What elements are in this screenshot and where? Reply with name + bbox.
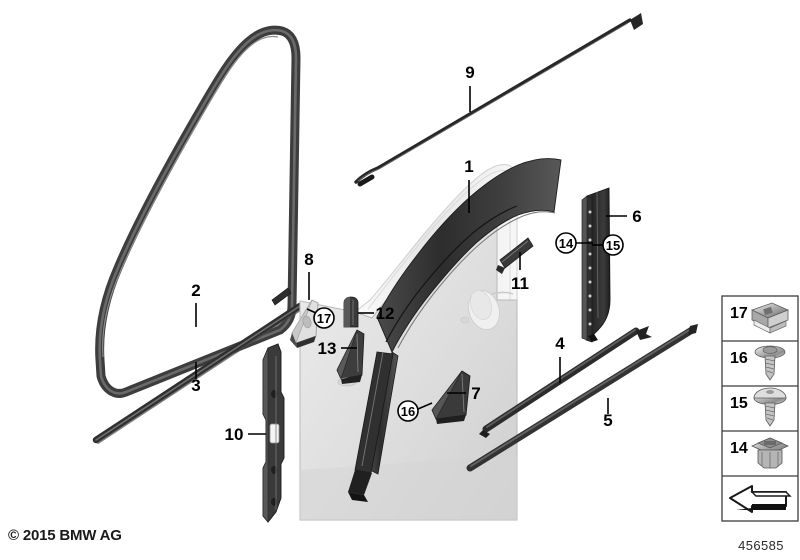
- callout-layer: 1 2 3 4 5 6 7 8 9 10 11 12 13: [191, 63, 641, 444]
- callout-2: 2: [191, 281, 200, 300]
- part-1-window-frame-seal: [348, 158, 562, 502]
- legend-number-17: 17: [730, 305, 748, 322]
- callout-10: 10: [225, 425, 244, 444]
- legend-number-16: 16: [730, 350, 748, 367]
- callout-15: 15: [606, 238, 620, 253]
- part-13-front-window-guide-wedge: [336, 329, 365, 387]
- callout-circle-16: [397, 400, 419, 422]
- callout-4: 4: [555, 334, 565, 353]
- callout-16: 16: [401, 404, 415, 419]
- flange-head-screw-icon: [753, 387, 787, 427]
- direction-arrow-icon: [729, 485, 792, 513]
- callout-7: 7: [471, 384, 480, 403]
- callout-17: 17: [317, 311, 331, 326]
- legend-number-15: 15: [730, 395, 748, 412]
- part-5-inner-belt-weatherstrip: [466, 324, 698, 472]
- callout-3: 3: [191, 376, 200, 395]
- leader-16: [417, 402, 433, 410]
- copyright-notice: © 2015 BMW AG: [8, 527, 122, 544]
- callout-6: 6: [632, 207, 641, 226]
- part-4-outer-belt-weatherstrip: [479, 326, 652, 438]
- callout-circle-17: [313, 307, 335, 329]
- callout-5: 5: [603, 411, 612, 430]
- square-clip-nut-icon: [750, 302, 790, 334]
- callout-13: 13: [318, 339, 337, 358]
- leader-17: [306, 308, 317, 314]
- part-12-guide-block: [343, 296, 359, 328]
- part-11-upper-guide-clip: [496, 237, 534, 274]
- part-6-b-pillar-cover: [581, 187, 611, 343]
- part-number-label: 456585: [738, 538, 784, 553]
- part-10-door-edge-trim-strip: [262, 343, 285, 523]
- callout-circle-14: [555, 232, 577, 254]
- callout-11: 11: [511, 274, 529, 293]
- legend-number-14: 14: [730, 440, 748, 457]
- callout-12: 12: [376, 304, 395, 323]
- part-2-door-body-seal-outer: [95, 25, 301, 398]
- part-7-rear-window-guide-wedge: [431, 370, 471, 424]
- callout-8: 8: [304, 250, 313, 269]
- callout-1: 1: [464, 157, 473, 176]
- part-9-roof-drip-moulding: [354, 13, 643, 187]
- part-3-door-body-seal-inner: [92, 302, 304, 444]
- door-panel-body: [299, 187, 518, 521]
- expanding-clip-icon: [751, 437, 789, 469]
- washer-head-screw-icon: [754, 345, 786, 381]
- callout-9: 9: [465, 63, 474, 82]
- callout-14: 14: [559, 236, 574, 251]
- hardware-legend: 17 16: [721, 295, 799, 522]
- callout-circle-15: [602, 234, 624, 256]
